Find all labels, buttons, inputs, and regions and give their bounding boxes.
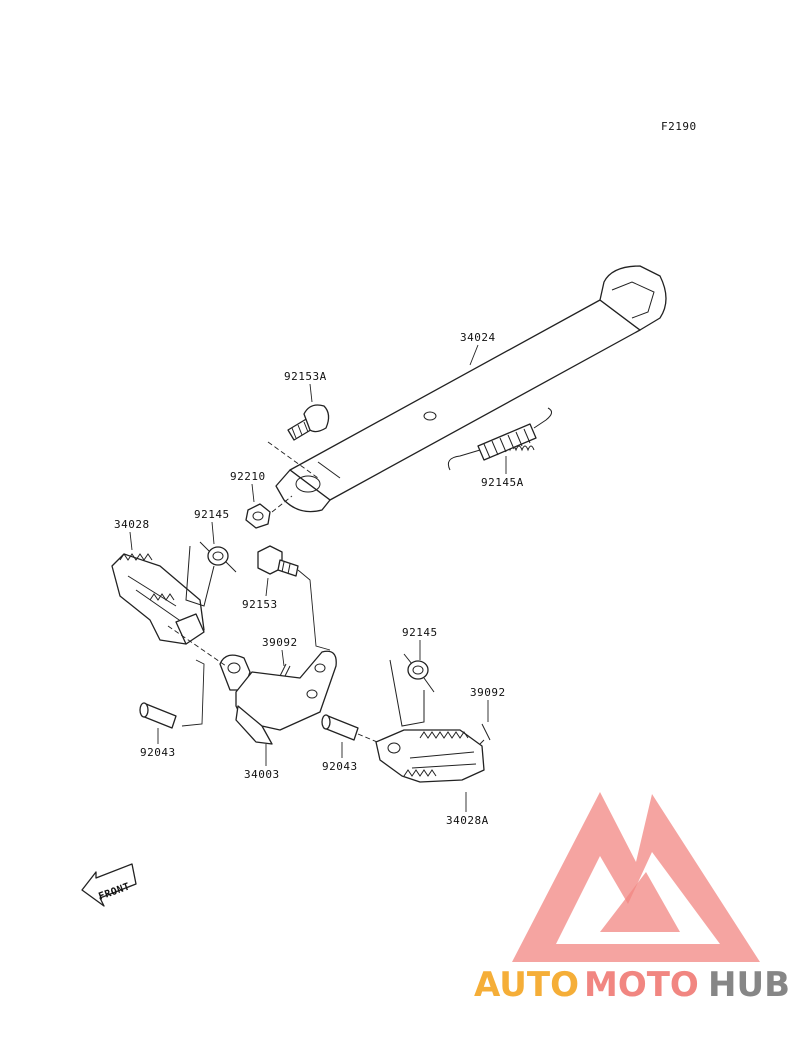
- front-direction-arrow: FRONT: [81, 863, 137, 907]
- spring-bracket-right: [389, 659, 425, 727]
- right-cotter-pin-39092: [479, 723, 491, 745]
- logo-part-hub: HUB: [708, 965, 790, 1005]
- leader-92210: [251, 483, 255, 503]
- leader-39092-left: [281, 649, 285, 667]
- automotohub-logo: AUTO MOTO HUB: [474, 792, 790, 1005]
- logo-part-moto: MOTO: [584, 965, 699, 1005]
- footpeg-bracket-34003: [219, 650, 337, 745]
- kickstand-bar: [275, 265, 667, 513]
- label-39092-left: 39092: [262, 636, 298, 649]
- right-pin-92043: [321, 714, 359, 741]
- assembly-line-left-pin: [181, 659, 205, 727]
- label-92043-left: 92043: [140, 746, 176, 759]
- return-spring-92145a: [447, 407, 552, 471]
- assembly-line-bolt: [267, 441, 319, 479]
- pivot-bolt-92153a: [287, 404, 330, 441]
- label-34028: 34028: [114, 518, 150, 531]
- leader-92153a: [309, 383, 313, 403]
- label-39092-right: 39092: [470, 686, 506, 699]
- label-92153: 92153: [242, 598, 278, 611]
- leader-34028: [129, 531, 133, 551]
- label-92210: 92210: [230, 470, 266, 483]
- nut-92210: [245, 503, 271, 529]
- bolt-92153: [257, 545, 299, 577]
- label-92145-right: 92145: [402, 626, 438, 639]
- label-92043-right: 92043: [322, 760, 358, 773]
- assembly-line-nut: [271, 495, 293, 513]
- label-92145a: 92145A: [481, 476, 524, 489]
- label-92153a: 92153A: [284, 370, 327, 383]
- label-92145-left: 92145: [194, 508, 230, 521]
- right-spring-92145: [403, 653, 435, 693]
- left-footpeg-34028: [111, 553, 205, 645]
- logo-part-auto: AUTO: [474, 965, 579, 1005]
- spring-bracket-left: [185, 545, 215, 607]
- left-spring-92145: [199, 541, 237, 573]
- diagram-code: F2190: [661, 120, 697, 133]
- assembly-line-right-pin: [357, 733, 383, 745]
- assembly-line-left-peg: [167, 625, 227, 667]
- leader-92153: [265, 577, 269, 597]
- right-footpeg-34028a: [375, 729, 485, 783]
- assembly-line-92153: [297, 569, 331, 651]
- label-34024: 34024: [460, 331, 496, 344]
- label-34028a: 34028A: [446, 814, 489, 827]
- leader-34024: [469, 344, 479, 366]
- left-pin-92043: [139, 702, 177, 729]
- leader-92145-left: [211, 521, 215, 545]
- label-34003: 34003: [244, 768, 280, 781]
